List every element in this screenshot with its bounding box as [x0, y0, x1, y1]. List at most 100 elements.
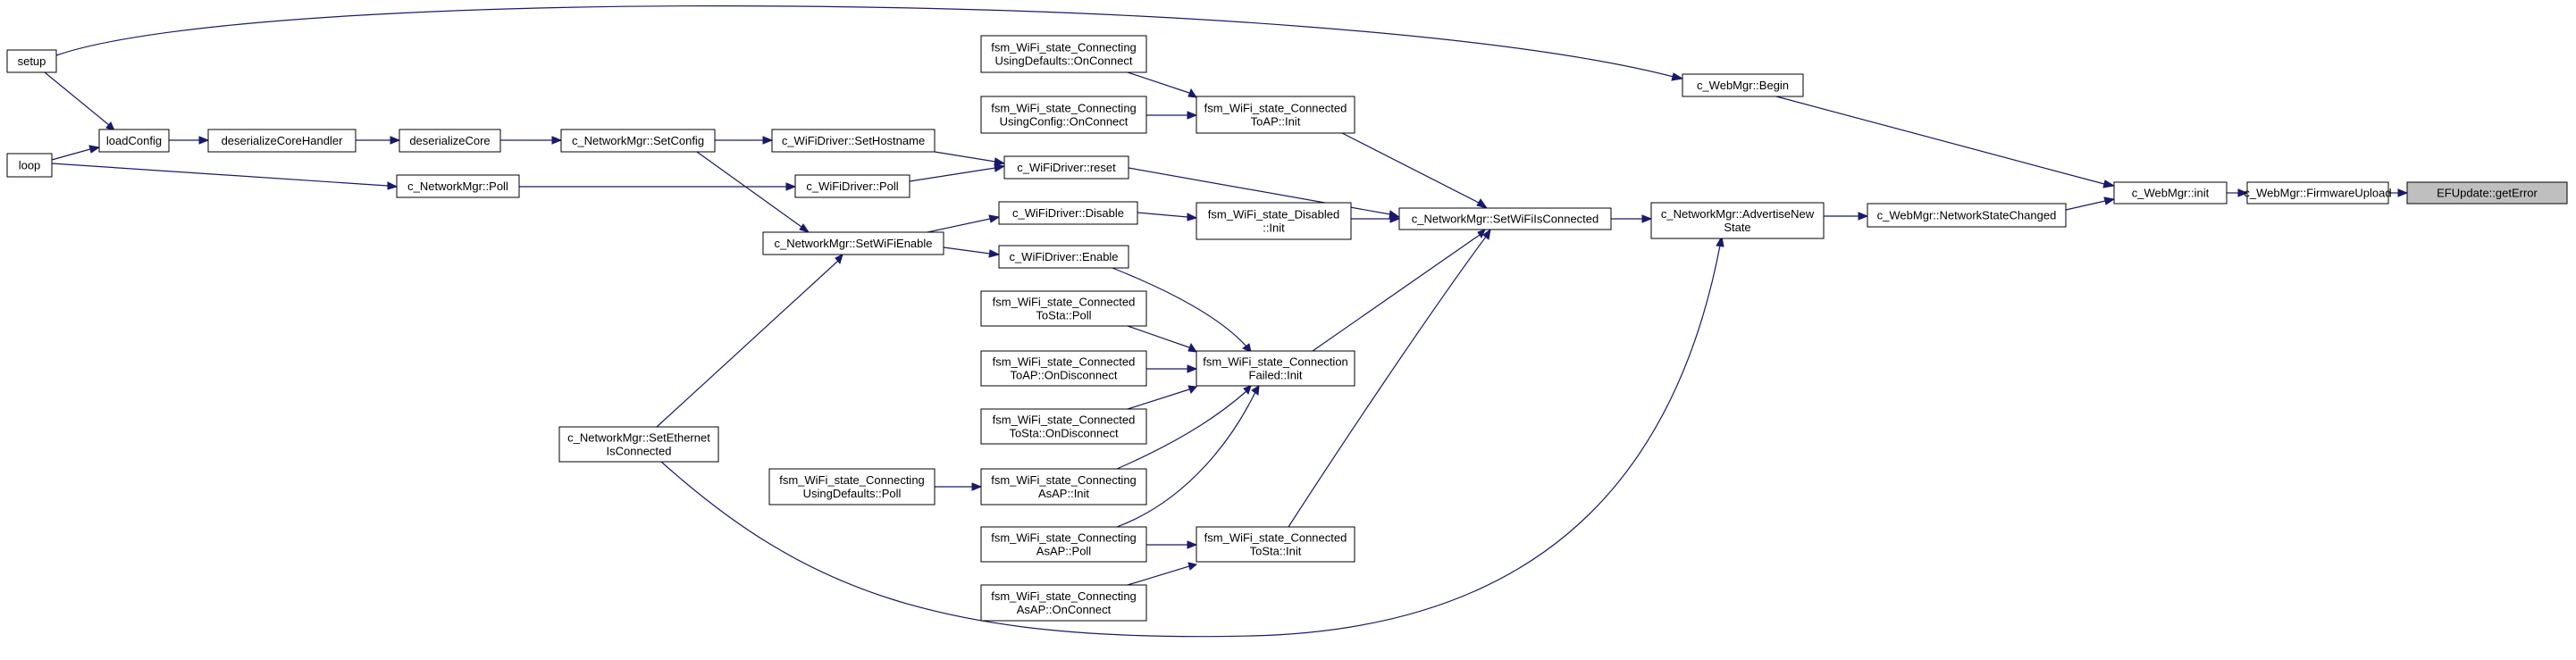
node-loop[interactable]: loop	[6, 153, 53, 178]
edge-line	[1116, 391, 1256, 528]
edge-arrowhead	[1476, 198, 1489, 209]
node-wdpoll[interactable]: c_WiFiDriver::Poll	[794, 174, 910, 198]
node-sethost[interactable]: c_WiFiDriver::SetHostname	[771, 129, 936, 153]
node-cudpoll[interactable]: fsm_WiFi_state_ConnectingUsingDefaults::…	[768, 468, 936, 505]
node-setwifie[interactable]: c_NetworkMgr::SetWiFiEnable	[762, 231, 944, 255]
edge-loop-to-nmpoll	[51, 163, 399, 190]
node-reset[interactable]: c_WiFiDriver::reset	[1003, 155, 1129, 180]
edge-arrowhead	[785, 182, 797, 191]
node-setup[interactable]: setup	[6, 49, 57, 73]
node-setwific[interactable]: c_NetworkMgr::SetWiFiIsConnected	[1398, 207, 1612, 230]
node-label: c_NetworkMgr::SetWiFiIsConnected	[1412, 213, 1599, 226]
node-box	[1398, 207, 1612, 230]
node-label: fsm_WiFi_state_Disabled	[1208, 208, 1339, 221]
edge-line	[927, 218, 991, 233]
node-label: c_WiFiDriver::Enable	[1009, 250, 1118, 263]
edge-arrowhead	[551, 136, 563, 145]
edge-setconfig-to-sethost	[715, 136, 774, 145]
edge-ctoapinit-to-setwific	[1341, 132, 1489, 209]
node-label: deserializeCoreHandler	[222, 134, 344, 147]
node-label: fsm_WiFi_state_Connected	[1204, 531, 1347, 545]
node-label: c_WiFiDriver::SetHostname	[782, 134, 925, 147]
node-disable[interactable]: c_WiFiDriver::Disable	[998, 201, 1138, 225]
node-box	[2113, 181, 2228, 205]
node-enable[interactable]: c_WiFiDriver::Enable	[998, 245, 1129, 269]
node-disinit[interactable]: fsm_WiFi_state_Disabled::Init	[1196, 202, 1352, 240]
edge-casappoll-to-cfinit	[1116, 385, 1260, 528]
edge-arrowhead	[2397, 188, 2409, 197]
node-box	[1196, 96, 1355, 134]
edge-loadconfig-to-deshandler	[169, 136, 210, 145]
edge-line	[1341, 132, 1480, 204]
node-label: c_WiFiDriver::Poll	[806, 180, 898, 193]
node-nmpoll[interactable]: c_NetworkMgr::Poll	[396, 174, 520, 198]
edge-arrowhead	[2237, 188, 2249, 197]
edge-ctostadis-to-cfinit	[1127, 385, 1197, 410]
node-deshandler[interactable]: deserializeCoreHandler	[207, 129, 357, 153]
node-cudoncon[interactable]: fsm_WiFi_state_ConnectingUsingDefaults::…	[980, 35, 1147, 73]
edge-arrowhead	[799, 223, 810, 233]
node-label: fsm_WiFi_state_Connection	[1203, 355, 1348, 369]
node-label: ToSta::OnDisconnect	[1009, 427, 1119, 440]
node-label: fsm_WiFi_state_Connecting	[991, 589, 1137, 603]
node-box	[1196, 526, 1355, 563]
edge-cudpoll-to-casapinit	[935, 482, 983, 491]
node-label: fsm_WiFi_state_Connected	[993, 296, 1136, 309]
edge-setup-to-begin	[55, 5, 1684, 81]
node-label: EFUpdate::getError	[2437, 187, 2538, 200]
edge-line	[1127, 388, 1190, 410]
node-descore[interactable]: deserializeCore	[399, 129, 501, 153]
edge-ctostapoll-to-cfinit	[1127, 325, 1198, 353]
edge-loop-to-loadconfig	[51, 145, 101, 161]
node-label: UsingConfig::OnConnect	[1000, 115, 1129, 129]
node-cuconcon[interactable]: fsm_WiFi_state_ConnectingUsingConfig::On…	[980, 96, 1147, 134]
node-box	[98, 129, 170, 153]
node-begin[interactable]: c_WebMgr::Begin	[1682, 73, 1804, 97]
node-box	[6, 153, 53, 178]
node-label: c_WebMgr::init	[2132, 187, 2210, 200]
edge-deshandler-to-descore	[356, 136, 401, 145]
node-fwupload[interactable]: c_WebMgr::FirmwareUpload	[2244, 181, 2392, 205]
edge-arrowhead	[971, 482, 983, 491]
node-label: fsm_WiFi_state_Connecting	[991, 473, 1137, 487]
node-setconfig[interactable]: c_NetworkMgr::SetConfig	[560, 129, 716, 153]
node-nsc[interactable]: c_WebMgr::NetworkStateChanged	[1867, 203, 2067, 228]
node-geterror[interactable]: EFUpdate::getError	[2406, 181, 2568, 205]
node-init[interactable]: c_WebMgr::init	[2113, 181, 2228, 205]
node-label: c_WiFiDriver::reset	[1017, 161, 1116, 174]
edge-arrowhead	[387, 181, 399, 190]
node-label: setup	[18, 54, 46, 68]
edge-line	[1127, 325, 1190, 348]
node-label: fsm_WiFi_state_Connecting	[991, 102, 1137, 115]
edge-arrowhead	[835, 254, 843, 265]
edge-arrowhead	[1477, 229, 1486, 239]
node-box	[396, 174, 520, 198]
node-label: AsAP::Init	[1038, 487, 1089, 500]
node-loadconfig[interactable]: loadConfig	[98, 129, 170, 153]
edge-casapinit-to-cfinit	[1116, 385, 1252, 470]
node-box	[998, 245, 1129, 269]
node-label: ToSta::Poll	[1036, 309, 1091, 322]
node-ctostadis[interactable]: fsm_WiFi_state_ConnectedToSta::OnDisconn…	[980, 408, 1147, 445]
edge-line	[1137, 212, 1188, 218]
node-label: ToAP::Init	[1251, 115, 1301, 129]
edge-wdpoll-to-reset	[909, 163, 1006, 182]
node-ctoapdis[interactable]: fsm_WiFi_state_ConnectedToAP::OnDisconne…	[980, 350, 1147, 387]
edge-seteth-to-setwifie	[656, 254, 843, 428]
edge-cfinit-to-setwific	[1312, 229, 1486, 352]
edge-line	[1288, 236, 1487, 528]
edge-arrowhead	[1716, 235, 1724, 247]
edge-enable-to-cfinit	[1112, 267, 1252, 353]
edge-line	[51, 148, 91, 161]
edge-line	[656, 260, 839, 428]
